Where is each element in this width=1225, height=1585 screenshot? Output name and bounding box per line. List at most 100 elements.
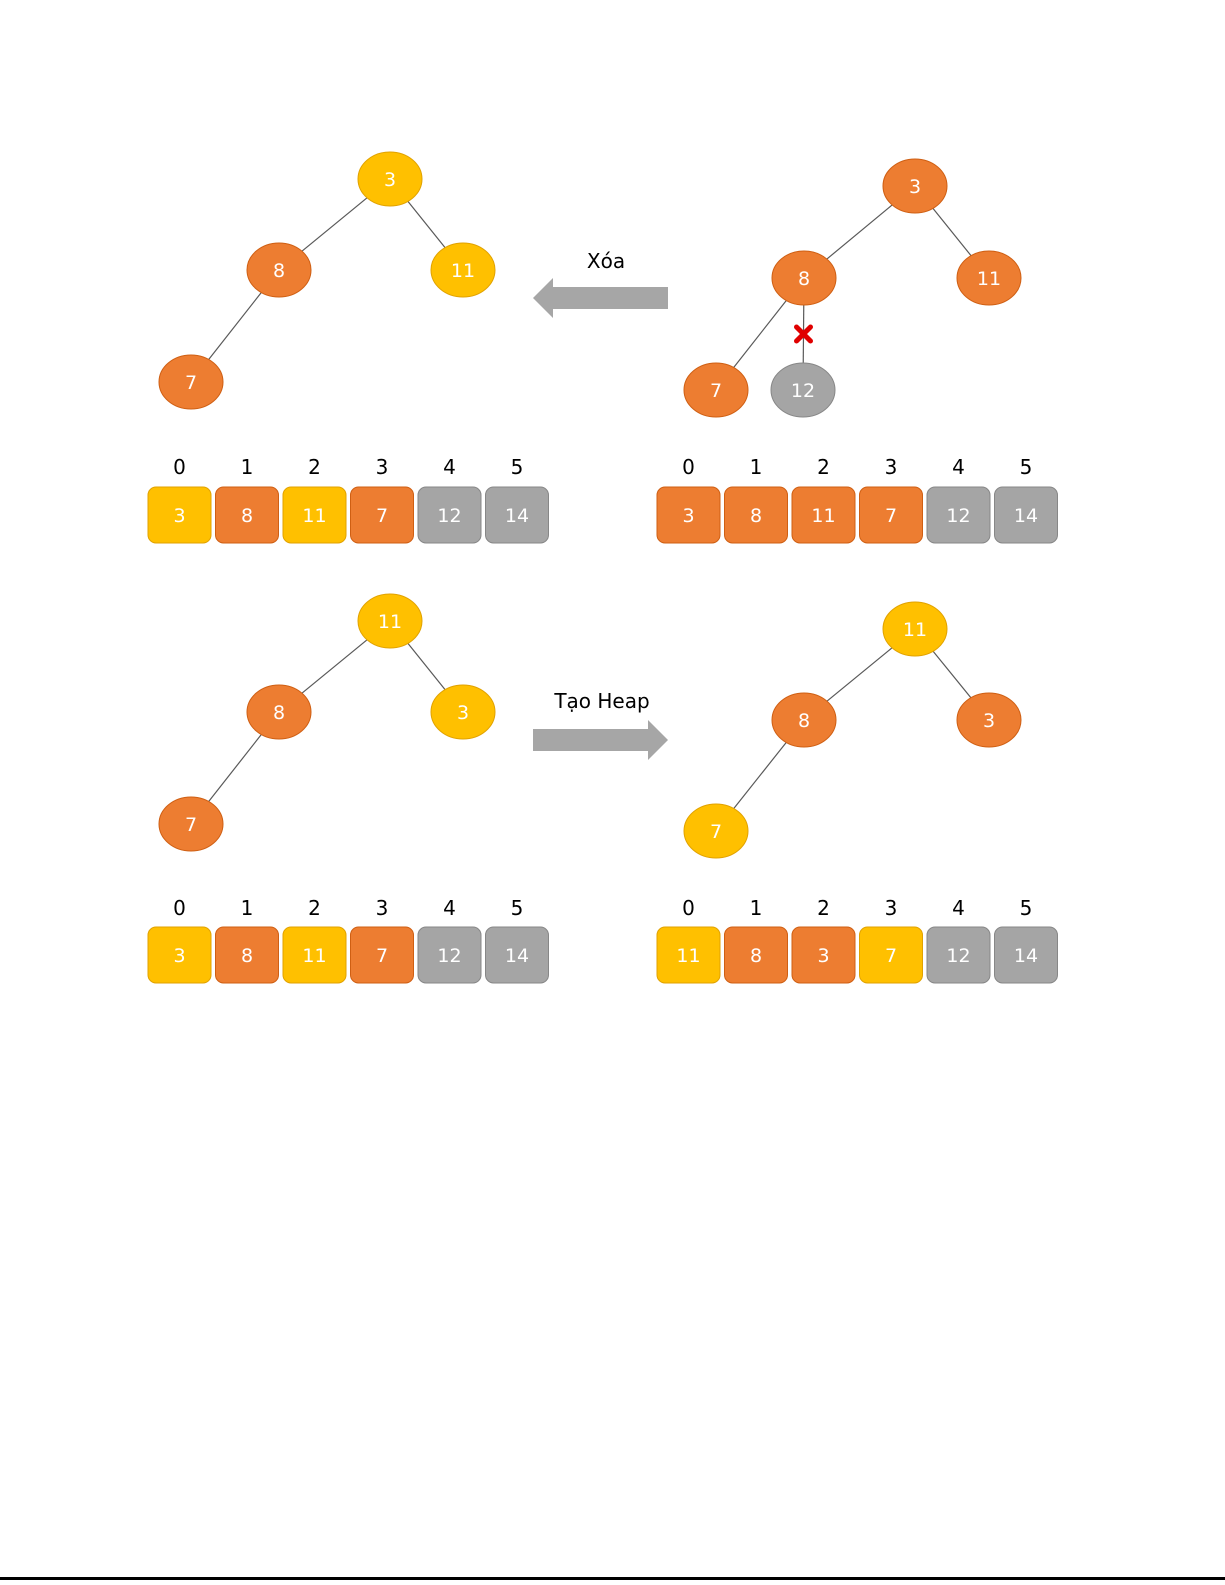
tree-edge <box>933 208 971 255</box>
tree-node: 7 <box>159 355 223 409</box>
array-index-label: 0 <box>173 455 186 479</box>
arrow-label: Tạo Heap <box>553 689 649 713</box>
tree-node: 3 <box>883 159 947 213</box>
tree-node-label: 8 <box>273 702 285 724</box>
array-index-label: 3 <box>885 896 898 920</box>
array-cell: 12 <box>927 487 990 543</box>
top-right-array: 012345381171214 <box>657 455 1058 543</box>
array-index-label: 3 <box>376 896 389 920</box>
tree-node-label: 11 <box>977 268 1001 290</box>
arrow-shape <box>533 720 668 760</box>
tree-edge <box>302 198 367 251</box>
array-cell-value: 14 <box>505 945 529 967</box>
tree-node: 7 <box>684 804 748 858</box>
array-index-label: 3 <box>885 455 898 479</box>
array-cell: 11 <box>283 927 346 983</box>
tree-edge <box>408 643 445 689</box>
tree-node: 3 <box>431 685 495 739</box>
array-index-label: 2 <box>308 455 321 479</box>
array-index-label: 3 <box>376 455 389 479</box>
array-index-label: 4 <box>952 455 965 479</box>
array-cell: 11 <box>792 487 855 543</box>
array-cell: 8 <box>216 927 279 983</box>
tree-edge <box>734 301 787 368</box>
tree-node-label: 3 <box>909 176 921 198</box>
array-cell: 14 <box>995 927 1058 983</box>
array-index-label: 5 <box>511 455 524 479</box>
bottom-rule <box>0 1577 1225 1580</box>
array-cell: 14 <box>486 487 549 543</box>
array-cell-value: 11 <box>302 505 326 527</box>
array-cell-value: 12 <box>946 505 970 527</box>
tree-node-label: 7 <box>710 821 722 843</box>
top-left-tree: 3 8 11 7 <box>159 152 495 409</box>
tree-node: 12 <box>771 363 835 417</box>
array-cell-value: 7 <box>376 945 388 967</box>
array-index-label: 4 <box>443 455 456 479</box>
tree-node: 8 <box>772 251 836 305</box>
bottom-right-edges <box>734 648 971 809</box>
array-index-label: 5 <box>1020 455 1033 479</box>
arrow-shape <box>533 278 668 318</box>
array-cell-value: 14 <box>505 505 529 527</box>
array-cell-value: 3 <box>817 945 829 967</box>
tree-node-label: 7 <box>710 380 722 402</box>
arrow-left-icon <box>533 278 668 318</box>
array-cell-value: 3 <box>173 945 185 967</box>
array-cell: 7 <box>351 487 414 543</box>
array-cell-value: 8 <box>750 945 762 967</box>
arrow-right-icon <box>533 720 668 760</box>
tree-node-label: 3 <box>983 710 995 732</box>
top-left-edges <box>209 198 445 360</box>
tree-node-label: 3 <box>384 169 396 191</box>
tree-node-label: 11 <box>451 260 475 282</box>
tree-edge <box>827 648 892 701</box>
tree-node-label: 12 <box>791 380 815 402</box>
array-cell: 7 <box>860 927 923 983</box>
array-cell: 3 <box>148 487 211 543</box>
array-index-label: 1 <box>241 896 254 920</box>
array-cell-value: 7 <box>376 505 388 527</box>
array-index-label: 2 <box>308 896 321 920</box>
tree-node-label: 8 <box>273 260 285 282</box>
array-cell-value: 7 <box>885 505 897 527</box>
array-index-label: 0 <box>173 896 186 920</box>
array-index-label: 0 <box>682 455 695 479</box>
tree-node-label: 11 <box>378 611 402 633</box>
tree-node: 7 <box>684 363 748 417</box>
array-cell-value: 12 <box>437 945 461 967</box>
tree-edge <box>408 201 445 247</box>
array-cell: 7 <box>860 487 923 543</box>
array-cell-value: 11 <box>811 505 835 527</box>
array-cell: 11 <box>657 927 720 983</box>
tree-edge <box>827 205 892 259</box>
tree-edge <box>734 742 786 808</box>
bottom-left-tree: 11 8 3 7 <box>159 594 495 851</box>
tree-node: 11 <box>883 602 947 656</box>
array-cell-value: 3 <box>682 505 694 527</box>
array-cell: 14 <box>995 487 1058 543</box>
array-cell: 12 <box>927 927 990 983</box>
tree-node-label: 3 <box>457 702 469 724</box>
array-index-label: 4 <box>952 896 965 920</box>
array-index-label: 0 <box>682 896 695 920</box>
tree-node: 11 <box>358 594 422 648</box>
array-cell: 3 <box>792 927 855 983</box>
array-index-label: 4 <box>443 896 456 920</box>
tree-edge <box>933 651 971 697</box>
tree-node: 3 <box>957 693 1021 747</box>
array-cell: 14 <box>486 927 549 983</box>
array-cell: 7 <box>351 927 414 983</box>
array-cell: 8 <box>725 927 788 983</box>
tree-node-label: 7 <box>185 814 197 836</box>
arrow-label: Xóa <box>587 249 625 273</box>
array-cell: 3 <box>657 487 720 543</box>
array-cell-value: 3 <box>173 505 185 527</box>
tree-edge <box>209 293 262 360</box>
array-cell-value: 8 <box>241 945 253 967</box>
top-right-tree: 3 8 11 7 12 <box>684 159 1021 417</box>
array-cell: 3 <box>148 927 211 983</box>
